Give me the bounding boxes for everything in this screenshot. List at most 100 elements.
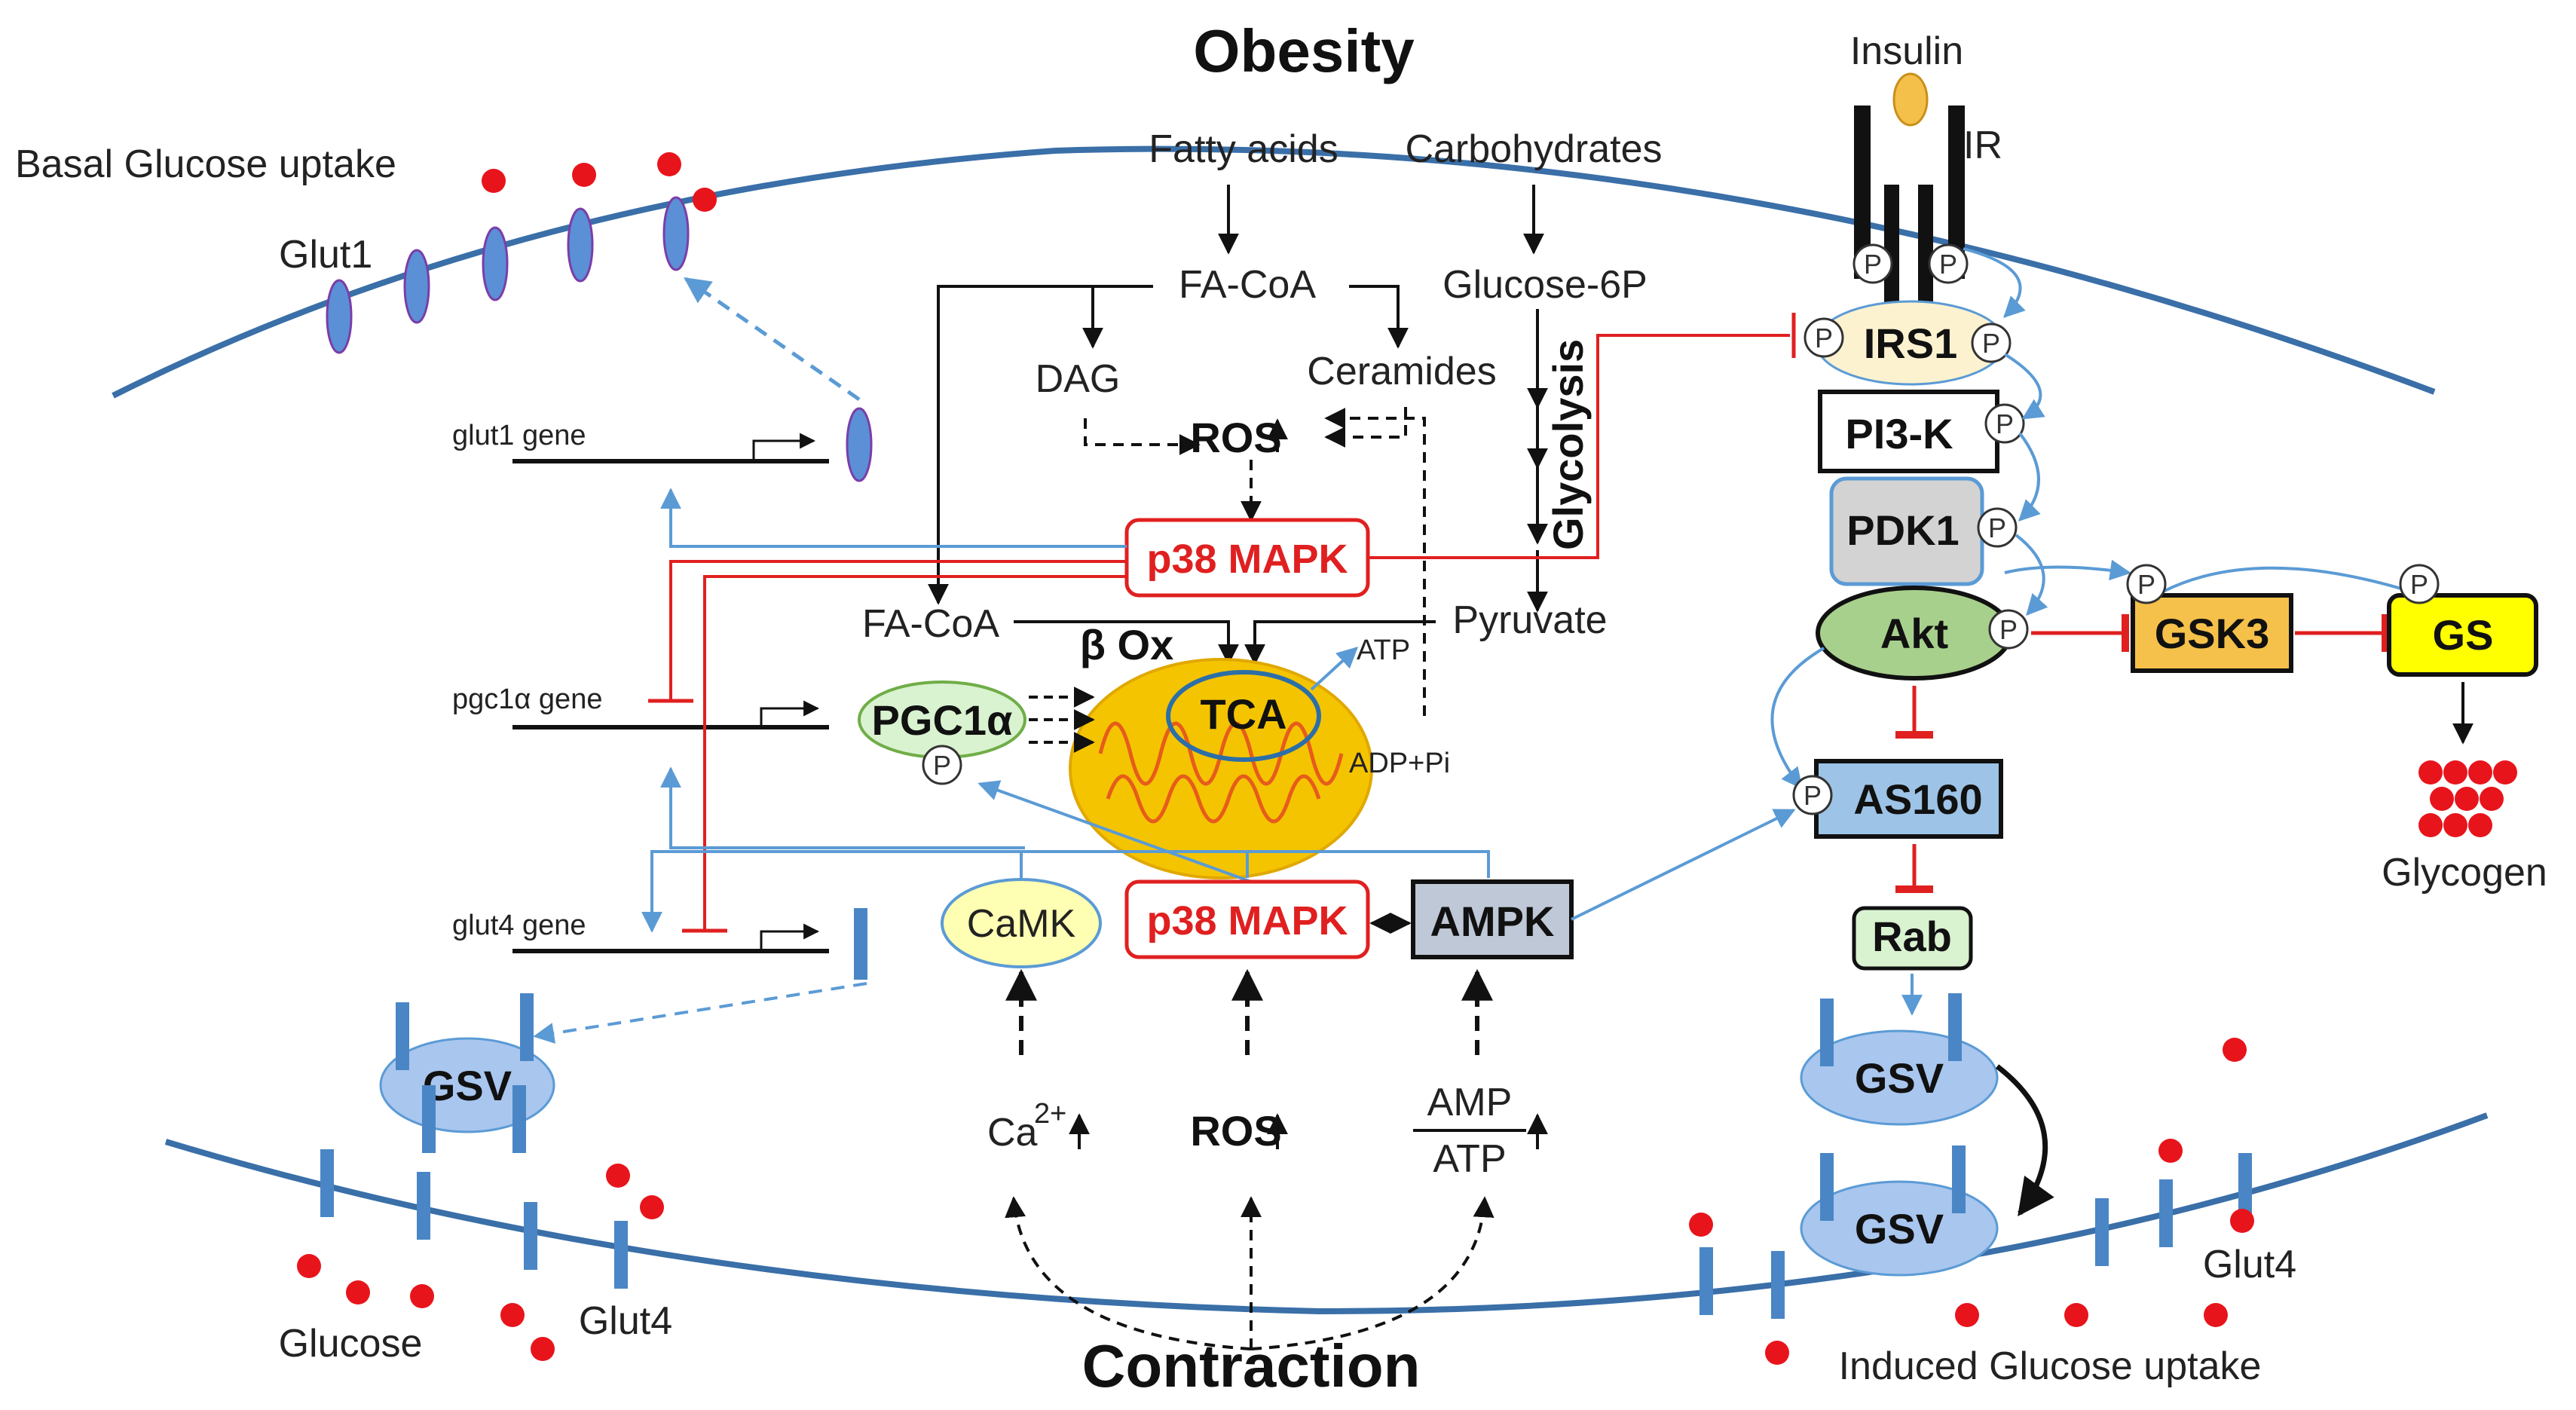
glut1-translocation-arrow [684, 277, 861, 402]
gsv-right-bottom-vesicle [1800, 1180, 1999, 1277]
label-insulin: Insulin [1850, 29, 1963, 73]
glut4-transporter-icon [417, 1172, 430, 1240]
svg-text:P: P [1988, 512, 2006, 543]
label-glut4-gene: glut4 gene [452, 910, 586, 941]
glut4-transporter-icon [520, 993, 534, 1061]
glut1-transporter-icon [482, 226, 509, 301]
label-ros-top: ROS [1190, 414, 1281, 461]
label-fatty-acids: Fatty acids [1149, 127, 1338, 171]
label-calcium-superscript: 2+ [1034, 1098, 1066, 1130]
glut4-transporter-icon [614, 1221, 628, 1289]
label-glut1-gene: glut1 gene [452, 420, 586, 451]
glut1-transporters [326, 196, 873, 482]
label-camk: CaMK [967, 902, 1076, 946]
insulin-icon [1892, 72, 1929, 127]
phosphate-icon: P [1804, 317, 1844, 358]
label-glycogen: Glycogen [2382, 851, 2547, 895]
label-gsv-left: GSV [423, 1062, 512, 1109]
label-p38-mapk-top: p38 MAPK [1146, 537, 1348, 582]
label-atp-mito: ATP [1357, 635, 1410, 666]
phosphate-icon: P [1988, 609, 2029, 650]
glut4-transporter-icon [1820, 999, 1834, 1066]
glut4-transporter-icon [524, 1202, 537, 1270]
label-glut1: Glut1 [279, 233, 372, 277]
svg-text:P: P [1864, 249, 1882, 280]
label-atp-ratio: ATP [1433, 1137, 1506, 1181]
p38-mapk-bottom-box [1124, 879, 1370, 959]
ampk-box [1411, 879, 1574, 959]
glut4-transporter-icon [1771, 1251, 1785, 1319]
label-pgc1a: PGC1α [872, 696, 1013, 744]
label-irs1: IRS1 [1864, 320, 1958, 367]
svg-text:P: P [1996, 408, 2014, 439]
gsk3-box [2131, 593, 2293, 673]
label-pyruvate: Pyruvate [1452, 598, 1607, 642]
label-pgc1a-gene: pgc1α gene [452, 684, 602, 715]
glut4-transporter-icon [1699, 1247, 1713, 1315]
label-fa-coa-top: FA-CoA [1179, 263, 1316, 307]
title-obesity: Obesity [1193, 17, 1415, 84]
label-pi3k: PI3-K [1845, 410, 1953, 457]
glut1-transporter-icon [403, 249, 430, 324]
svg-text:P: P [1982, 328, 2000, 359]
label-calcium: Ca [987, 1111, 1038, 1155]
phosphate-icon: P [922, 745, 962, 785]
svg-text:P: P [2137, 569, 2155, 600]
glycogen-dots [2418, 760, 2517, 837]
gs-box [2387, 593, 2538, 677]
glut4-transporter-icon [422, 1085, 436, 1153]
svg-text:P: P [2410, 569, 2428, 600]
glut4-transporter-icon [1820, 1153, 1834, 1221]
svg-text:P: P [1939, 249, 1957, 280]
glut4-transporter-icon [2159, 1179, 2173, 1247]
label-rab: Rab [1872, 913, 1952, 960]
glut1-transporter-icon [846, 407, 873, 482]
label-fa-coa-mid: FA-CoA [862, 602, 999, 646]
rab-box [1852, 906, 1973, 971]
label-gsv-right-top: GSV [1855, 1054, 1944, 1102]
phosphate-icon: P [1971, 323, 2012, 363]
phosphate-icon: P [1977, 507, 2018, 548]
phosphate-icon: P [1928, 243, 1969, 284]
svg-text:P: P [1815, 323, 1833, 353]
mitochondrion-icon [1069, 658, 1373, 879]
camk-node [941, 878, 1102, 968]
svg-text:P: P [933, 750, 951, 781]
as160-box [1814, 759, 2003, 839]
glut4-left-transporters [320, 993, 628, 1289]
glut4-transporter-icon [1952, 1145, 1966, 1213]
label-adp-pi: ADP+Pi [1349, 748, 1450, 779]
glut4-transporter-icon [854, 908, 867, 980]
label-ros-bottom: ROS [1190, 1107, 1281, 1155]
label-ir: IR [1963, 124, 2002, 167]
glucose-dots-left [297, 1164, 664, 1361]
label-gsv-right-bottom: GSV [1855, 1205, 1944, 1252]
label-carbohydrates: Carbohydrates [1405, 127, 1662, 171]
label-glycolysis: Glycolysis [1544, 339, 1592, 550]
label-gsk3: GSK3 [2155, 610, 2270, 657]
label-beta-ox: β Ox [1080, 621, 1173, 668]
label-p38-mapk-bottom: p38 MAPK [1146, 898, 1348, 944]
glut4-right-transporters [1699, 993, 2252, 1319]
label-dag: DAG [1036, 357, 1121, 401]
label-glut4-left: Glut4 [579, 1299, 672, 1343]
label-glut4-right: Glut4 [2203, 1243, 2296, 1286]
glucose-dots-basal [482, 152, 717, 212]
glut4-transporter-icon [1948, 993, 1962, 1061]
glut4-transporter-icon [512, 1085, 526, 1153]
svg-text:P: P [1999, 614, 2018, 645]
label-induced-glucose-uptake: Induced Glucose uptake [1839, 1344, 2262, 1388]
glut4-transporter-icon [396, 1002, 409, 1070]
glut1-transporter-icon [662, 196, 690, 271]
label-glucose: Glucose [279, 1322, 423, 1366]
glucose-dots-right [1689, 1038, 2254, 1365]
label-ampk: AMPK [1430, 898, 1555, 945]
glut1-transporter-icon [567, 207, 594, 283]
glut4-transporter-icon [2095, 1198, 2109, 1266]
lower-membrane-left [164, 1112, 2489, 1315]
label-glucose-6p: Glucose-6P [1442, 263, 1647, 307]
phosphate-icon: P [2126, 564, 2167, 604]
glut4-transporter-icon [320, 1149, 334, 1217]
label-tca: TCA [1200, 690, 1286, 738]
